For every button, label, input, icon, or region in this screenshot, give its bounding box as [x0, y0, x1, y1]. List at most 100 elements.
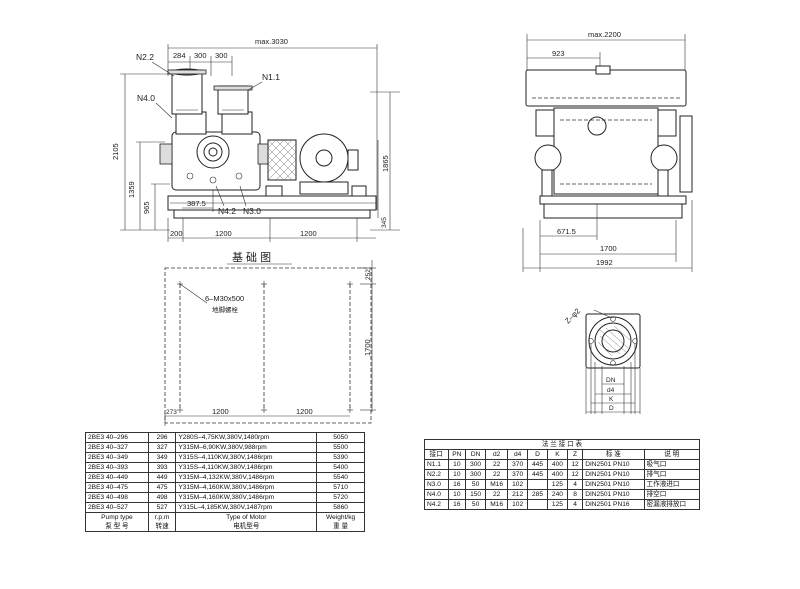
- header-cell: D: [527, 449, 548, 460]
- motor-cell: Y315L–4,185KW,380V,1487rpm: [175, 502, 318, 513]
- header-cn: 泵 型 号: [105, 523, 129, 530]
- pump-data-table: 2BE3 40–296 296 Y280S–4,75KW,380V,1480rp…: [85, 432, 365, 532]
- foundation-plan: 基 础 图 6–M30x500 地脚螺栓 252 1700 273 1200 1…: [164, 251, 376, 426]
- cell: 16: [447, 479, 467, 490]
- cell: 8: [566, 489, 584, 500]
- motor-cell: Y315M–4,160KW,380V,1486rpm: [175, 492, 318, 503]
- rpm-cell: 393: [147, 462, 177, 473]
- motor-cell: Y315S–4,110KW,380V,1486rpm: [175, 462, 318, 473]
- pump-type-cell: 2BE3 40–393: [85, 462, 149, 473]
- pump-type-cell: 2BE3 40–475: [85, 482, 149, 493]
- cell: 22: [485, 489, 509, 500]
- dim-252: 252: [365, 269, 372, 280]
- flange-d4-label: d4: [607, 387, 615, 394]
- header-en: Pump type: [101, 514, 133, 521]
- cell: N4.2: [424, 499, 449, 510]
- nozzle-n30-label: N3.0: [243, 206, 261, 216]
- rpm-cell: 527: [147, 502, 177, 513]
- dim-1700-side: 1700: [600, 244, 617, 253]
- dim-1700-foundation: 1700: [363, 339, 372, 356]
- cell: 10: [447, 459, 467, 470]
- cell: 10: [447, 469, 467, 480]
- weight-cell: 5860: [316, 502, 365, 513]
- rpm-cell: 449: [147, 472, 177, 483]
- header-cn: 转速: [155, 523, 169, 530]
- table-row: N4.2 16 50 M16 102 125 4 DIN2501 PN16 密漏…: [424, 499, 701, 510]
- motor-cell: Y280S–4,75KW,380V,1480rpm: [175, 432, 318, 443]
- dim-1359: 1359: [127, 181, 136, 198]
- cell: 300: [465, 459, 487, 470]
- cell: 22: [485, 469, 509, 480]
- motor-cell: Y315M–4,132KW,380V,1486rpm: [175, 472, 318, 483]
- flange-dn-label: DN: [606, 377, 616, 384]
- header-en: Weight/kg: [325, 514, 356, 521]
- header-pump-type: Pump type 泵 型 号: [85, 512, 149, 532]
- dim-1992: 1992: [596, 258, 613, 267]
- cell: 240: [546, 489, 568, 500]
- table-row: N3.0 16 50 M16 102 125 4 DIN2501 PN10 工作…: [424, 479, 701, 490]
- cell: 16: [447, 499, 467, 510]
- weight-cell: 5710: [316, 482, 365, 493]
- rpm-cell: 349: [147, 452, 177, 463]
- rpm-cell: 327: [147, 442, 177, 453]
- header-cell: DN: [465, 449, 487, 460]
- cell: M16: [485, 499, 509, 510]
- weight-cell: 5390: [316, 452, 365, 463]
- cell: 150: [465, 489, 487, 500]
- motor-cell: Y315M–6,90KW,380V,988rpm: [175, 442, 318, 453]
- front-view: max.3030 284 300 300 2105 1359 965 1865 …: [111, 37, 400, 242]
- cell: 4: [566, 499, 584, 510]
- nozzle-n40-label: N4.0: [137, 93, 155, 103]
- cell: [527, 479, 548, 490]
- cell: M16: [485, 479, 509, 490]
- cell: 370: [507, 459, 529, 470]
- table-row: N2.2 10 300 22 370 445 400 12 DIN2501 PN…: [424, 469, 701, 480]
- pump-type-cell: 2BE3 40–527: [85, 502, 149, 513]
- motor-cell: Y315S–4,110KW,380V,1486rpm: [175, 452, 318, 463]
- flange-angle-label: Z–φ2: [563, 306, 582, 325]
- pump-type-cell: 2BE3 40–498: [85, 492, 149, 503]
- header-cell: 接口: [424, 449, 449, 460]
- weight-cell: 5500: [316, 442, 365, 453]
- cell: N2.2: [424, 469, 449, 480]
- cell: 125: [546, 479, 568, 490]
- table-row: N1.1 10 300 22 370 445 400 12 DIN2501 PN…: [424, 459, 701, 470]
- rpm-cell: 296: [147, 432, 177, 443]
- max-length-label: max.3030: [255, 37, 288, 46]
- flange-table-title: 法 兰 接 口 表: [424, 439, 700, 450]
- cell: N4.0: [424, 489, 449, 500]
- max-width-label: max.2200: [588, 30, 621, 39]
- dim-284: 284: [173, 51, 186, 60]
- table-row: 2BE3 40–449 449 Y315M–4,132KW,380V,1486r…: [85, 472, 365, 483]
- cell: 排气口: [643, 469, 701, 480]
- dim-2105: 2105: [111, 143, 120, 160]
- nozzle-n42-label: N4.2: [218, 206, 236, 216]
- dim-1865: 1865: [381, 155, 390, 172]
- cell: N1.1: [424, 459, 449, 470]
- table-row: 2BE3 40–393 393 Y315S–4,110KW,380V,1486r…: [85, 462, 365, 473]
- cell: 300: [465, 469, 487, 480]
- cell: 50: [465, 479, 487, 490]
- header-en: r.p.m: [154, 514, 170, 521]
- side-view: max.2200 923 671.5 1700 1992: [522, 30, 693, 272]
- pump-type-cell: 2BE3 40–296: [85, 432, 149, 443]
- header-en: Type of Motor: [226, 514, 267, 521]
- header-weight: Weight/kg 重 量: [316, 512, 365, 532]
- flange-d-label: D: [609, 405, 614, 412]
- cell: DIN2501 PN10: [582, 469, 645, 480]
- header-rpm: r.p.m 转速: [147, 512, 177, 532]
- table-row: 2BE3 40–349 349 Y315S–4,110KW,380V,1486r…: [85, 452, 365, 463]
- weight-cell: 5050: [316, 432, 365, 443]
- weight-cell: 5540: [316, 472, 365, 483]
- table-row: 2BE3 40–327 327 Y315M–6,90KW,380V,988rpm…: [85, 442, 365, 453]
- cell: 445: [527, 469, 548, 480]
- header-cell: d4: [507, 449, 529, 460]
- table-header-row: 接口 PN DN d2 d4 D K Z 标 准 说 明: [424, 449, 701, 460]
- dim-965: 965: [142, 201, 151, 214]
- flange-detail: Z–φ2 DN d4 K D: [563, 306, 641, 414]
- header-cn: 重 量: [333, 523, 349, 530]
- dim-345: 345: [381, 217, 388, 228]
